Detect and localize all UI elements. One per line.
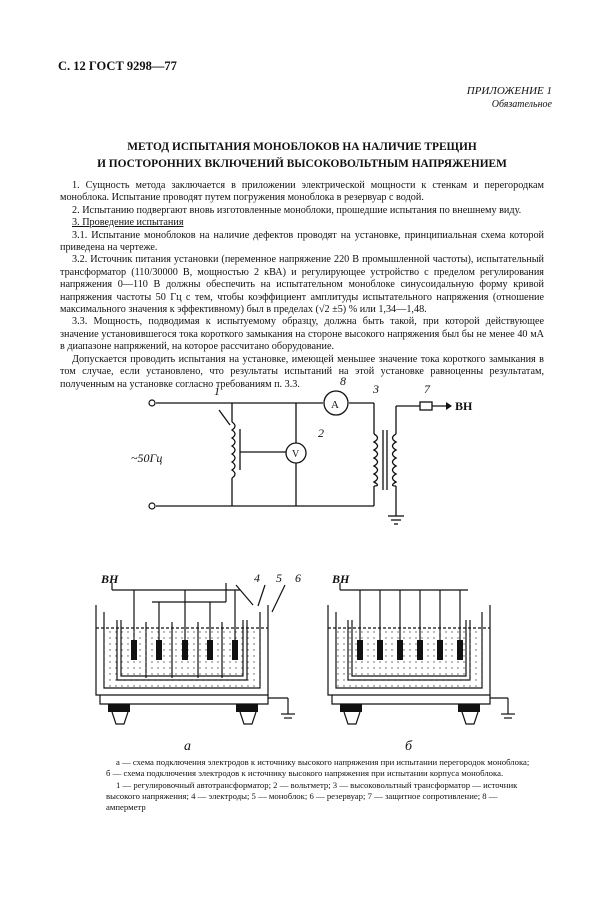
hv-label: ВН [455, 399, 473, 413]
protective-resistor [419, 401, 433, 411]
paragraph-allowance: Допускается проводить испытания на устан… [60, 353, 544, 390]
label-4: 4 [254, 571, 260, 585]
label-7: 7 [424, 382, 431, 396]
title-line-2: И ПОСТОРОННИХ ВКЛЮЧЕНИЙ ВЫСОКОВОЛЬТНЫМ Н… [97, 158, 507, 170]
paragraph-1: 1. Сущность метода заключается в приложе… [60, 180, 544, 204]
figure-caption: а — схема подключения электродов к источ… [106, 757, 530, 813]
voltmeter-symbol: V [292, 449, 300, 460]
page-header: С. 12 ГОСТ 9298—77 [58, 59, 177, 73]
label-3: 3 [372, 382, 379, 396]
caption-legend: 1 — регулировочный автотрансформатор; 2 … [106, 779, 518, 813]
frequency-label: ~50Гц [131, 451, 162, 465]
figure-a: ВН 4 5 6 а [95, 571, 301, 754]
label-5: 5 [276, 571, 282, 585]
section-heading: 3. Проведение испытания [72, 217, 184, 229]
terminal-top [148, 399, 156, 407]
label-8: 8 [340, 374, 346, 388]
document-body: 1. Сущность метода заключается в приложе… [60, 180, 544, 391]
label-6: 6 [295, 571, 301, 585]
figure-b-hv: ВН [331, 572, 350, 586]
ammeter-circle [323, 390, 349, 416]
title-line-1: МЕТОД ИСПЫТАНИЯ МОНОБЛОКОВ НА НАЛИЧИЕ ТР… [127, 141, 477, 153]
figure-b: ВН б [327, 572, 515, 754]
figure-a-hv: ВН [100, 572, 119, 586]
label-2: 2 [318, 426, 324, 440]
figure-label-a: а [184, 739, 191, 754]
caption-schemes: а — схема подключения электродов к источ… [106, 757, 530, 779]
appendix-status: Обязательное [491, 99, 552, 110]
paragraph-3-2: 3.2. Источник питания установки (перемен… [60, 254, 544, 316]
paragraph-3-1: 3.1. Испытание моноблоков на наличие деф… [60, 229, 544, 254]
document-title: МЕТОД ИСПЫТАНИЯ МОНОБЛОКОВ НА НАЛИЧИЕ ТР… [60, 139, 544, 173]
appendix-number: ПРИЛОЖЕНИЕ 1 [466, 85, 552, 97]
label-1: 1 [214, 384, 220, 398]
paragraph-3-3: 3.3. Мощность, подводимая к испытуемому … [60, 316, 544, 353]
appendix-label: ПРИЛОЖЕНИЕ 1 Обязательное [467, 85, 552, 111]
terminal-bottom [148, 502, 156, 510]
arrow-icon [446, 402, 452, 410]
ammeter-symbol: A [331, 399, 339, 411]
figure-label-b: б [405, 739, 413, 754]
paragraph-2: 2. Испытанию подвергают вновь изготовлен… [72, 204, 522, 216]
voltmeter-circle [285, 442, 307, 464]
